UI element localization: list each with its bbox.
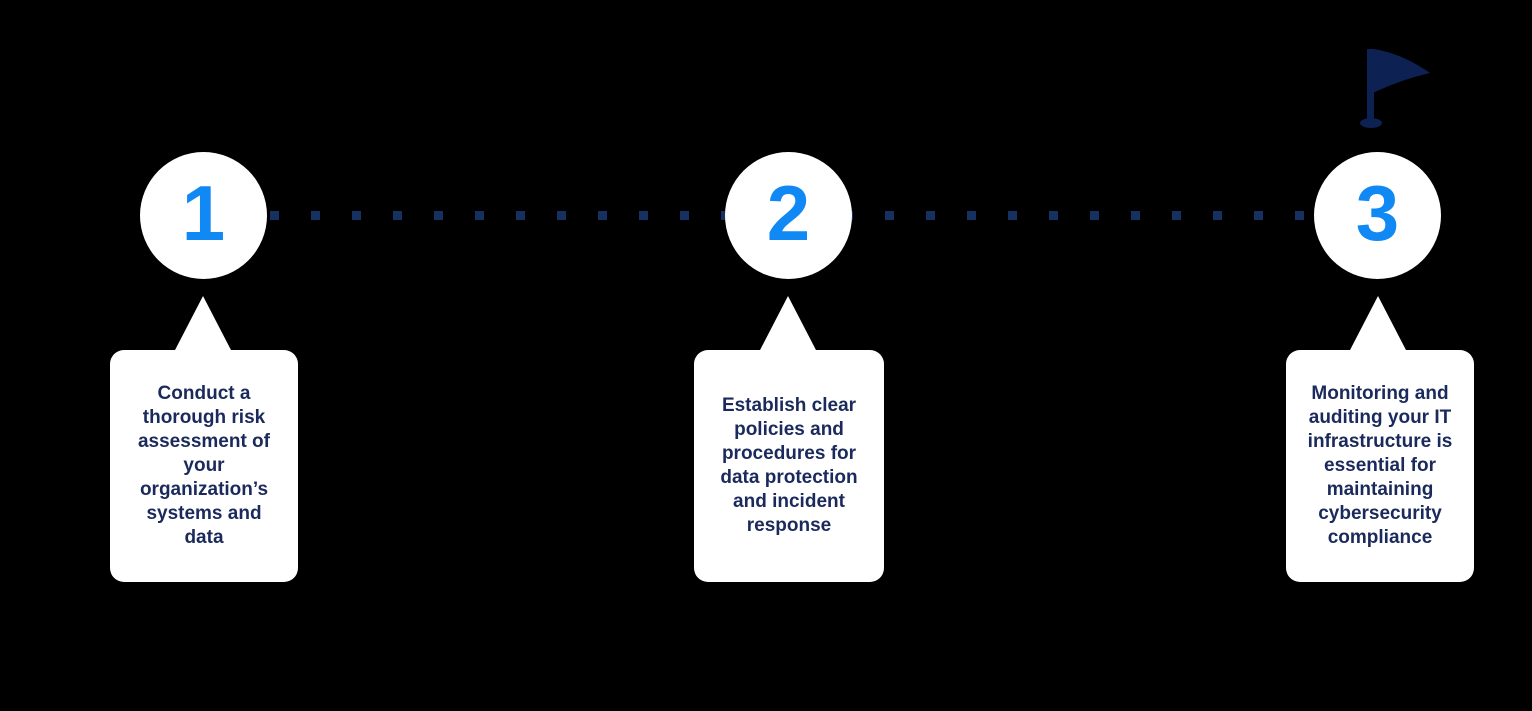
step-2-description: Establish clear policies and procedures … [720,395,858,536]
step-2-number: 2 [766,168,811,257]
step-2-circle: 2 [725,152,852,279]
step-1-description: Conduct a thorough risk assessment of yo… [137,383,270,548]
step-3-callout-card: Monitoring and auditing your IT infrastr… [1286,350,1474,582]
finish-flag-icon [1360,49,1430,128]
step-2-callout-card: Establish clear policies and procedures … [694,350,884,582]
step-3-callout-tail [1349,296,1407,352]
step-3-number: 3 [1355,168,1400,257]
step-1-number: 1 [181,168,226,257]
step-1-circle: 1 [140,152,267,279]
step-1-callout-card: Conduct a thorough risk assessment of yo… [110,350,298,582]
step-3-circle: 3 [1314,152,1441,279]
step-1-callout-tail [174,296,232,352]
step-3-description: Monitoring and auditing your IT infrastr… [1307,383,1453,548]
step-2-callout-tail [759,296,817,352]
